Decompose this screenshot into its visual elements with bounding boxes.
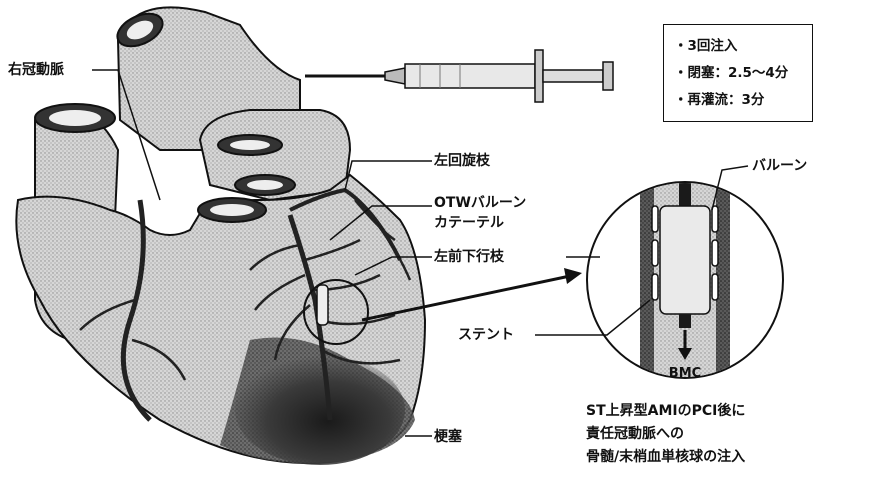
magnified-vessel: BMC [587,170,783,400]
label-balloon: バルーン [752,157,807,175]
catheter-balloon-in-heart [317,285,328,325]
caption-line: 骨髄/末梢血単核球の注入 [586,446,745,469]
balloon-inflated [660,206,710,314]
label-left-circumflex: 左回旋枝 [434,152,490,170]
protocol-box: ・3回注入 ・閉塞：2.5〜4分 ・再灌流：3分 [663,24,813,122]
bmc-label: BMC [669,366,701,381]
protocol-item: ・再灌流：3分 [674,87,802,114]
syringe-illustration [305,50,613,102]
label-right-coronary-artery: 右冠動脈 [8,61,64,79]
magnify-arrow-head [564,268,582,284]
label-left-anterior-descending: 左前下行枝 [434,248,504,266]
protocol-item: ・閉塞：2.5〜4分 [674,60,802,87]
caption-line: 責任冠動脈への [586,423,745,446]
label-otw-balloon-line1: OTWバルーン [434,194,526,212]
label-stent: ステント [458,326,514,344]
label-infarct: 梗塞 [434,428,462,446]
label-otw-balloon-line2: カテーテル [434,214,504,232]
caption-line: ST上昇型AMIのPCI後に [586,400,745,423]
caption: ST上昇型AMIのPCI後に 責任冠動脈への 骨髄/末梢血単核球の注入 [586,400,745,469]
protocol-item: ・3回注入 [674,33,802,60]
